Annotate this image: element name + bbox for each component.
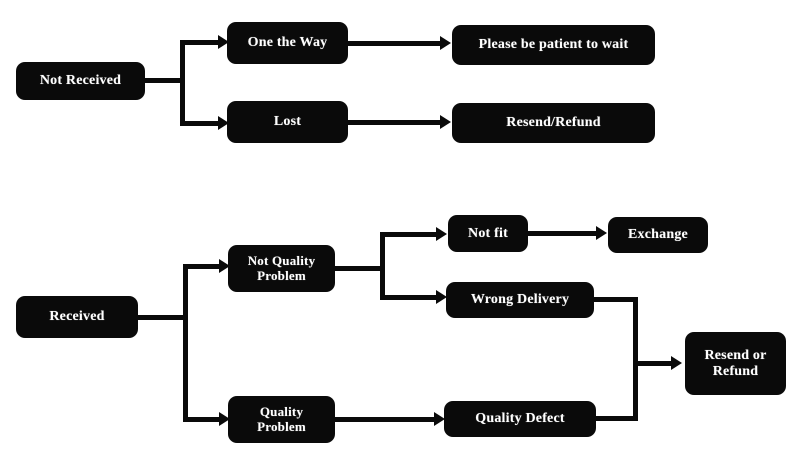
arrow-to-not-quality-problem [219, 259, 230, 273]
node-quality-defect[interactable]: Quality Defect [444, 401, 596, 437]
edge-to-quality-problem [183, 417, 223, 422]
arrow-to-resend-or-refund [671, 356, 682, 370]
node-not-received[interactable]: Not Received [16, 62, 145, 100]
edge-not-received-stem [145, 78, 185, 83]
edge-received-spine [183, 266, 188, 422]
edge-received-stem [138, 315, 186, 320]
edge-to-lost [180, 121, 222, 126]
edge-not-quality-problem-stem [335, 266, 383, 271]
edge-quality-defect-to-merge [596, 416, 638, 421]
edge-lost-to-resend-refund [348, 120, 442, 125]
edge-not-fit-to-exchange [528, 231, 598, 236]
edge-merge-spine [633, 297, 638, 421]
node-exchange[interactable]: Exchange [608, 217, 708, 253]
arrow-to-one-the-way [218, 35, 229, 49]
node-lost[interactable]: Lost [227, 101, 348, 143]
edge-to-one-the-way [180, 40, 222, 45]
edge-wrong-delivery-to-merge [594, 297, 638, 302]
edge-not-quality-split-spine [380, 232, 385, 300]
arrow-not-fit-to-exchange [596, 226, 607, 240]
node-quality-problem[interactable]: Quality Problem [228, 396, 335, 443]
node-not-quality-problem[interactable]: Not Quality Problem [228, 245, 335, 292]
arrow-lost-to-resend-refund [440, 115, 451, 129]
node-resend-refund[interactable]: Resend/Refund [452, 103, 655, 143]
node-received[interactable]: Received [16, 296, 138, 338]
edge-to-not-fit [380, 232, 440, 237]
node-please-be-patient-to-wait[interactable]: Please be patient to wait [452, 25, 655, 65]
node-not-fit[interactable]: Not fit [448, 215, 528, 252]
node-wrong-delivery[interactable]: Wrong Delivery [446, 282, 594, 318]
edge-one-the-way-to-wait [348, 41, 442, 46]
arrow-quality-problem-to-quality-defect [434, 412, 445, 426]
edge-to-not-quality-problem [183, 264, 223, 269]
node-resend-or-refund[interactable]: Resend or Refund [685, 332, 786, 395]
arrow-to-quality-problem [219, 412, 230, 426]
arrow-one-the-way-to-wait [440, 36, 451, 50]
arrow-to-lost [218, 116, 229, 130]
edge-to-wrong-delivery [380, 295, 440, 300]
edge-merge-to-resend-or-refund [633, 361, 675, 366]
node-one-the-way[interactable]: One the Way [227, 22, 348, 64]
arrow-to-wrong-delivery [436, 290, 447, 304]
arrow-to-not-fit [436, 227, 447, 241]
edge-quality-problem-to-quality-defect [335, 417, 438, 422]
edge-not-received-spine [180, 42, 185, 126]
